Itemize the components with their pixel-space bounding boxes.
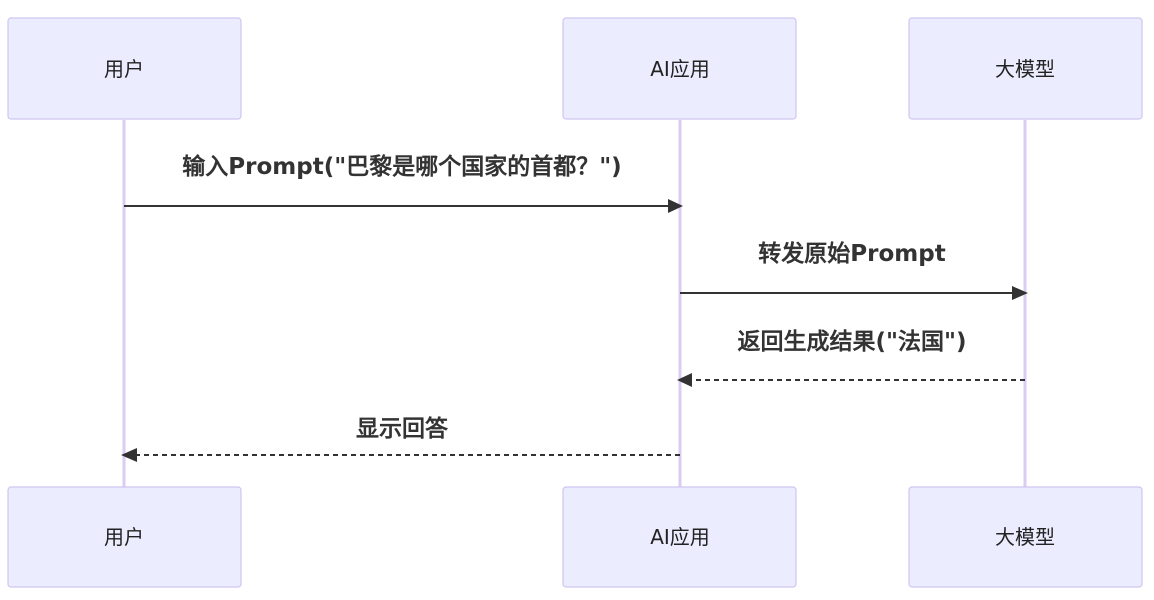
message-3: 返回生成结果("法国") [677,329,1025,387]
message-1: 输入Prompt("巴黎是哪个国家的首都？") [124,153,683,213]
participant-llm-top: 大模型 [908,17,1143,120]
message-3-label: 返回生成结果("法国") [738,329,967,355]
message-4-label: 显示回答 [356,415,449,442]
arrow-left-icon [677,373,692,387]
message-1-label: 输入Prompt("巴黎是哪个国家的首都？") [182,153,621,180]
message-2: 转发原始Prompt [680,240,1028,300]
arrow-left-icon [121,448,137,462]
participant-app-top: AI应用 [562,17,797,120]
participant-app-label: AI应用 [650,57,710,81]
participant-llm-label-bottom: 大模型 [995,525,1055,549]
arrow-right-icon [668,199,683,213]
participant-user-label: 用户 [104,57,144,81]
participant-user-top: 用户 [7,17,242,120]
participant-llm-label: 大模型 [995,57,1055,81]
participant-app-label-bottom: AI应用 [650,525,710,549]
message-2-label: 转发原始Prompt [758,240,945,267]
participant-llm-bottom: 大模型 [908,486,1143,588]
participant-app-bottom: AI应用 [562,486,797,588]
message-4: 显示回答 [121,415,680,462]
arrow-right-icon [1012,286,1028,300]
participant-user-bottom: 用户 [7,486,242,588]
participant-user-label-bottom: 用户 [104,525,144,549]
